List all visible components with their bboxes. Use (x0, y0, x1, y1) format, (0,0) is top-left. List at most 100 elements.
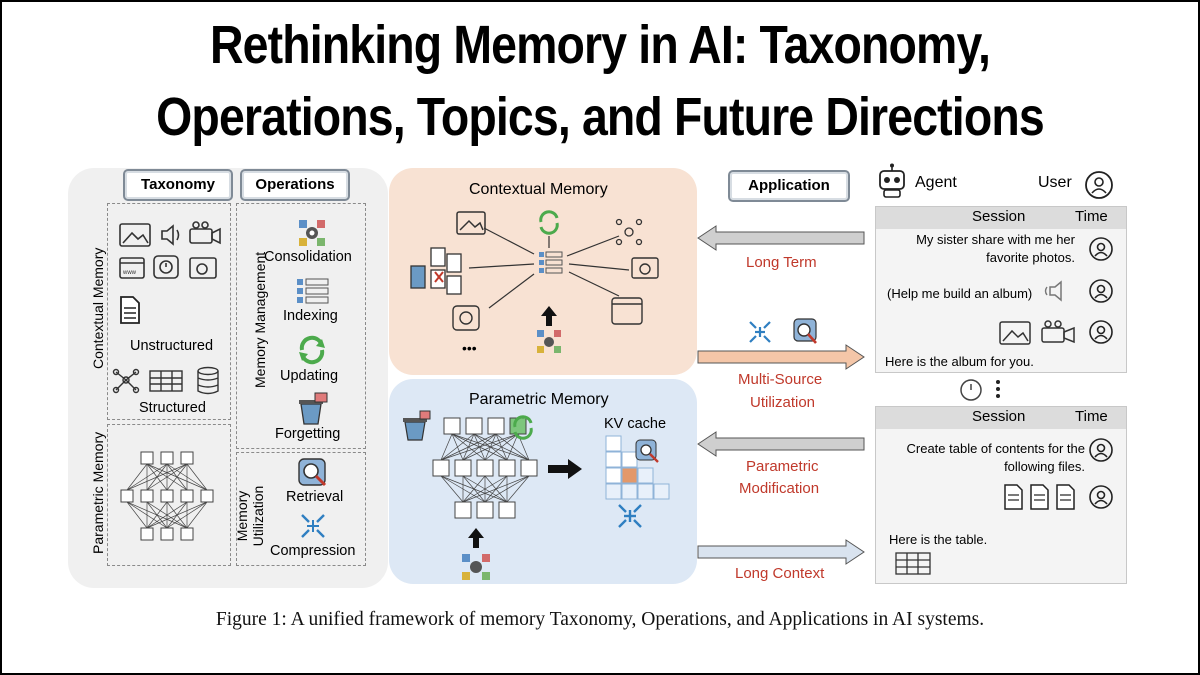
timer-dots-icon (960, 379, 1000, 401)
long-term-arrow (697, 225, 865, 251)
image-icon (119, 223, 151, 247)
network-node (160, 489, 174, 503)
network-edge (126, 463, 168, 491)
network-node (476, 501, 494, 519)
network-edge (440, 433, 497, 461)
message-1: My sister share with me her favorite pho… (916, 232, 1075, 265)
network-node (140, 527, 154, 541)
consolidation-icon (299, 220, 325, 246)
kv-cell (605, 451, 622, 468)
speaker-icon (1044, 280, 1062, 302)
history-chat-icon (452, 305, 480, 331)
multi-source-label-1: Multi-Source (738, 371, 823, 388)
compression-label: Compression (270, 543, 356, 559)
forgetting-label: Forgetting (275, 426, 341, 442)
network-node (180, 451, 194, 465)
kv-cell (637, 467, 654, 484)
network-edge (440, 433, 453, 461)
network-edge (146, 501, 208, 529)
network-edge (440, 433, 475, 461)
structured-icons (112, 366, 219, 395)
session-header-1 (876, 207, 1126, 229)
webpage-icon: www (119, 257, 145, 279)
network-edge (462, 475, 508, 503)
parametric-network (432, 417, 538, 519)
kv-cache-label: KV cache (604, 416, 667, 432)
delete-icon (434, 271, 444, 283)
network-edge (462, 475, 530, 503)
parametric-modification-label-2: Modification (739, 480, 820, 497)
parametric-modification-label-1: Parametric (746, 458, 819, 475)
network-edge (166, 463, 188, 491)
long-context-arrow (697, 539, 865, 565)
agent-robot-icon (879, 163, 905, 198)
network-edge (440, 475, 464, 503)
network-node (120, 489, 134, 503)
consolidation-label: Consolidation (264, 249, 352, 265)
graph-icon (112, 368, 140, 394)
compression-icon (749, 321, 771, 343)
network-edge (506, 433, 519, 461)
kv-cell (621, 467, 638, 484)
network-node (454, 459, 472, 477)
network-node (432, 459, 450, 477)
message-4: Create table of contents for the followi… (906, 441, 1086, 474)
image-icon (456, 211, 486, 235)
multi-source-arrow (697, 344, 865, 370)
kv-cell (621, 451, 638, 468)
webpage-icon (611, 297, 643, 325)
network-edge (484, 433, 519, 461)
taxonomy-header: Taxonomy (123, 169, 233, 201)
document-icon (120, 296, 140, 324)
consolidation-arrow-icon (462, 528, 490, 580)
history-chat-icon (153, 255, 179, 279)
indexing-label: Indexing (283, 308, 338, 324)
network-node (180, 527, 194, 541)
album-media-icons (999, 320, 1075, 345)
database-icon (197, 366, 219, 395)
contextual-memory-diagram (410, 210, 659, 353)
parametric-network-icon (120, 451, 214, 541)
parametric-memory-box (107, 424, 231, 566)
memory-utilization-vlabel-2: Utilization (250, 485, 266, 547)
contextual-memory-box (107, 203, 231, 420)
network-edge (126, 501, 148, 529)
kv-cell (605, 435, 622, 452)
network-edge (146, 501, 168, 529)
compression-icon (301, 514, 325, 538)
application-header: Application (728, 170, 850, 202)
agent-label: Agent (915, 174, 957, 191)
network-node (180, 489, 194, 503)
retrieval-icon (298, 458, 327, 487)
up-arrow-icon (541, 306, 557, 326)
network-edge (186, 463, 208, 491)
www-text: www (122, 270, 137, 276)
multi-source-label-2: Utilization (750, 394, 816, 411)
structured-label: Structured (139, 400, 206, 416)
memory-utilization-vlabel-1: Memory (234, 490, 250, 542)
contextual-media-icons: www (119, 221, 221, 279)
message-5: Here is the table. (889, 532, 988, 547)
browser-icon (189, 257, 217, 279)
updating-icon (539, 210, 559, 235)
speaker-icon (161, 224, 180, 246)
network-node (520, 459, 538, 477)
retrieval-lens (640, 444, 652, 456)
forgetting-icon-center (403, 410, 431, 441)
memory-management-vlabel: Memory Management (252, 251, 268, 388)
session-label-1: Session (972, 208, 1026, 225)
updating-icon-center (513, 415, 533, 440)
network-edge (146, 463, 188, 491)
long-context-label: Long Context (735, 565, 825, 582)
session-label-2: Session (972, 408, 1026, 425)
network-node (200, 489, 214, 503)
session-panel-1 (875, 206, 1127, 373)
network-node (498, 501, 516, 519)
kv-cell (653, 483, 670, 500)
video-camera-icon (1041, 320, 1075, 344)
network-node (160, 527, 174, 541)
forgetting-icon (299, 392, 328, 425)
network-node (160, 451, 174, 465)
